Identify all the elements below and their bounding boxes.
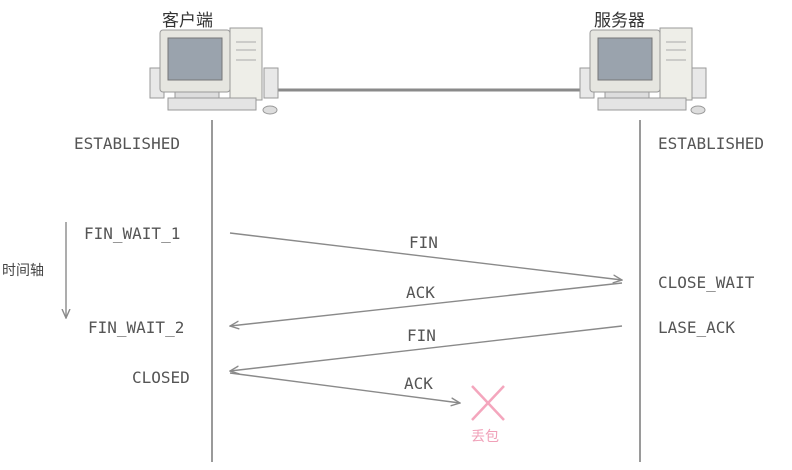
message-label-ack-1: ACK bbox=[406, 283, 435, 302]
message-label-ack-2: ACK bbox=[404, 374, 433, 393]
server-state-established: ESTABLISHED bbox=[658, 134, 764, 153]
client-title: 客户端 bbox=[162, 11, 213, 31]
client-computer-icon bbox=[149, 27, 279, 115]
message-arrow-ack-2 bbox=[229, 372, 460, 403]
server-state-close-wait: CLOSE_WAIT bbox=[658, 273, 755, 292]
timeline-label: 时间轴 bbox=[2, 263, 44, 279]
message-label-fin-2: FIN bbox=[407, 326, 436, 345]
client-state-established: ESTABLISHED bbox=[74, 134, 180, 153]
server-state-lase-ack: LASE_ACK bbox=[658, 318, 736, 337]
message-label-fin-1: FIN bbox=[409, 233, 438, 252]
message-arrow-fin-1 bbox=[229, 232, 622, 280]
client-state-fin-wait-2: FIN_WAIT_2 bbox=[88, 318, 185, 337]
server-computer-icon bbox=[579, 27, 707, 115]
client-state-fin-wait-1: FIN_WAIT_1 bbox=[84, 224, 181, 243]
message-arrow-fin-2 bbox=[230, 325, 623, 371]
message-arrow-ack-1 bbox=[230, 282, 623, 326]
lost-cross-icon bbox=[471, 385, 505, 421]
client-state-closed: CLOSED bbox=[132, 368, 190, 387]
server-title: 服务器 bbox=[594, 11, 645, 31]
lost-packet-label: 丢包 bbox=[471, 429, 499, 445]
